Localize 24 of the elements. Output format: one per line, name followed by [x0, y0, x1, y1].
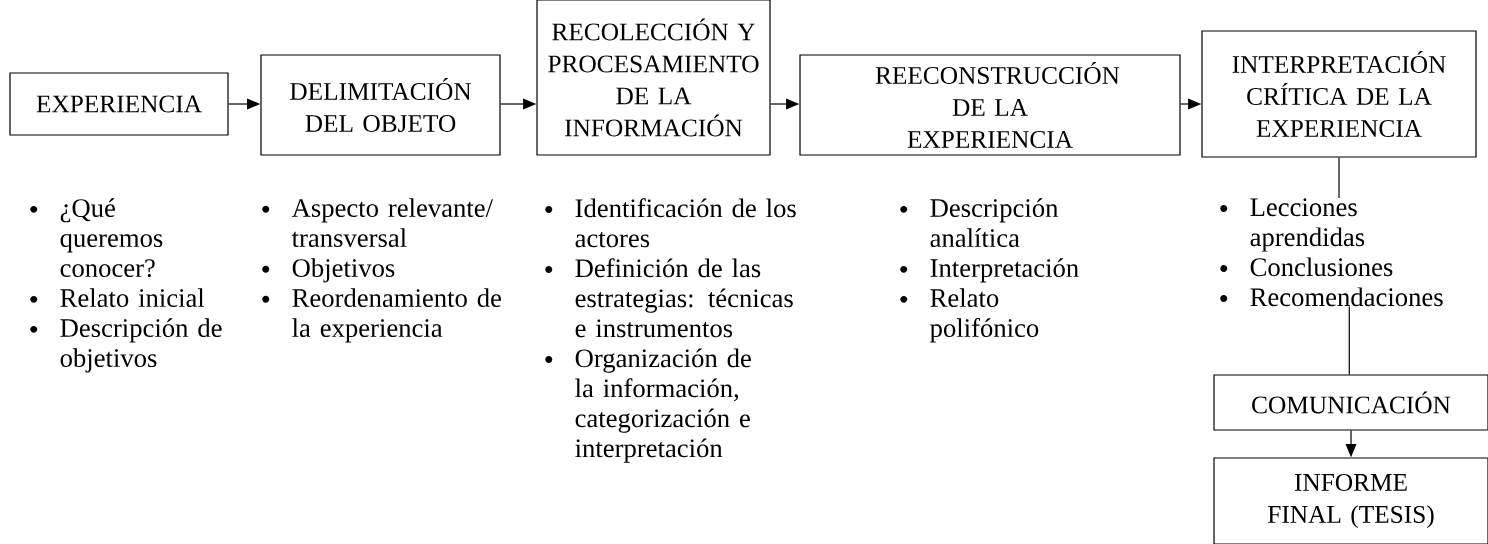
process-box: RECOLECCIÓN Y PROCESAMIENTO DE LA INFORMACIÓN	[536, 0, 771, 156]
process-box: COMUNICACIÓN	[1213, 374, 1488, 431]
process-box: REECONSTRUCCIÓN DE LA EXPERIENCIA	[799, 54, 1181, 156]
process-box: INFORME FINAL (TESIS)	[1213, 457, 1488, 544]
bullet-item: Descripción de objetivos	[60, 318, 222, 373]
bullet-item: Relato inicial	[60, 288, 205, 308]
bullet-item: Definición de las estrategias: técnicas e instrumentos	[575, 258, 793, 338]
bullet-item: Interpretación	[930, 258, 1079, 283]
connector-line	[1348, 305, 1350, 375]
bullet-item: Recomendaciones	[1250, 287, 1443, 307]
connector-line	[1338, 157, 1340, 199]
process-box: INTERPRETACIÓN CRÍTICA DE LA EXPERIENCIA	[1201, 30, 1477, 158]
bullet-item: Aspecto relevante/ transversal	[291, 198, 493, 248]
bullet-item: Reordenamiento de la experiencia	[292, 288, 501, 343]
bullet-item: Descripción analítica	[930, 198, 1059, 248]
bullet-item: Lecciones aprendidas	[1250, 198, 1365, 252]
process-box: DELIMITACIÓN DEL OBJETO	[260, 54, 501, 156]
bullet-item: ¿Qué queremos conocer?	[60, 198, 163, 278]
bullet-item: Conclusiones	[1250, 257, 1393, 277]
bullet-item: Organización de la información, categorización e interpretación	[575, 348, 751, 463]
process-box: EXPERIENCIA	[9, 72, 229, 136]
bullet-item: Relato polifónico	[930, 288, 1039, 343]
bullet-item: Objetivos	[292, 258, 395, 283]
bullet-item: Identificación de los actores	[575, 198, 796, 248]
